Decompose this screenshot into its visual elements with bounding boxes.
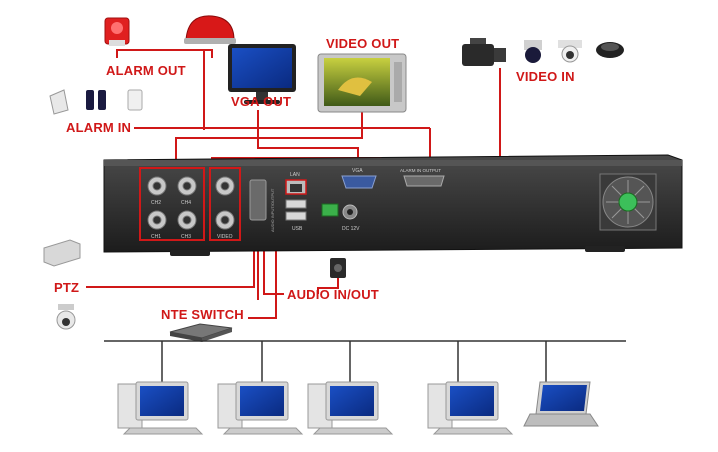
ceiling-dome-camera-icon bbox=[596, 42, 624, 58]
client-pc-4-icon bbox=[427, 381, 514, 435]
video-in-label: VIDEO IN bbox=[516, 69, 575, 84]
ptz-label: PTZ bbox=[54, 280, 80, 295]
bnc-input-box bbox=[139, 167, 205, 241]
audio-in-out-label: AUDIO IN/OUT bbox=[287, 287, 379, 302]
alarm-port bbox=[403, 175, 445, 187]
usb-port-2 bbox=[285, 211, 307, 221]
ch1-label: CH1 bbox=[151, 234, 161, 240]
siren-icon bbox=[104, 17, 130, 46]
alarm-beacon-icon bbox=[184, 15, 236, 44]
ptz-dome-camera-icon bbox=[558, 40, 582, 63]
lan-wire bbox=[248, 226, 277, 319]
alarm-out-label: ALARM OUT bbox=[106, 63, 186, 78]
vga-out-label: VGA OUT bbox=[231, 94, 292, 109]
power-label: DC 12V bbox=[342, 226, 360, 232]
client-pc-1-icon bbox=[117, 381, 204, 435]
audio-port-label: AUDIO INPUT/OUTPUT bbox=[270, 188, 275, 232]
speaker-wire bbox=[317, 276, 339, 294]
alarm-sensors-icon bbox=[49, 89, 143, 115]
client-pc-3-icon bbox=[307, 381, 394, 435]
ptz-camera-icon bbox=[56, 304, 76, 330]
speaker-icon bbox=[330, 258, 346, 278]
cooling-fan-icon bbox=[599, 173, 657, 231]
ch3-label: CH3 bbox=[181, 234, 191, 240]
camcorder-icon bbox=[462, 38, 506, 66]
video-out-box bbox=[209, 167, 241, 241]
alarm-in-label: ALARM IN bbox=[66, 120, 132, 135]
alarm-port-label: ALARM IN OUTPUT bbox=[400, 168, 441, 173]
nte-switch-label: NTE SWITCH bbox=[161, 307, 244, 322]
vga-port-label: VGA bbox=[352, 168, 363, 174]
client-pc-2-icon bbox=[217, 381, 304, 435]
ptz-controller-icon bbox=[43, 239, 81, 267]
dome-camera-icon bbox=[524, 40, 542, 63]
alarm-out-wire bbox=[116, 49, 213, 58]
network-switch-icon bbox=[169, 323, 233, 342]
ch4-label: CH4 bbox=[181, 200, 191, 206]
bnc-connectors bbox=[147, 176, 197, 230]
vga-monitor-icon bbox=[228, 44, 296, 104]
usb-label: USB bbox=[292, 226, 303, 232]
terminal-block bbox=[321, 203, 339, 217]
ch2-label: CH2 bbox=[151, 200, 161, 206]
laptop-icon bbox=[523, 381, 599, 427]
video-out-wire bbox=[175, 110, 363, 166]
crt-monitor-icon bbox=[317, 53, 407, 113]
audio-port bbox=[249, 179, 267, 221]
video-out-label: VIDEO OUT bbox=[326, 36, 400, 51]
dvr-recorder: CH2 CH4 CH1 CH3 VIDEO AUDIO INPUT/OUTPUT… bbox=[103, 154, 683, 256]
vga-port bbox=[341, 175, 377, 189]
lan-label: LAN bbox=[290, 172, 300, 178]
usb-port-1 bbox=[285, 199, 307, 209]
video-port-label: VIDEO bbox=[217, 234, 233, 240]
